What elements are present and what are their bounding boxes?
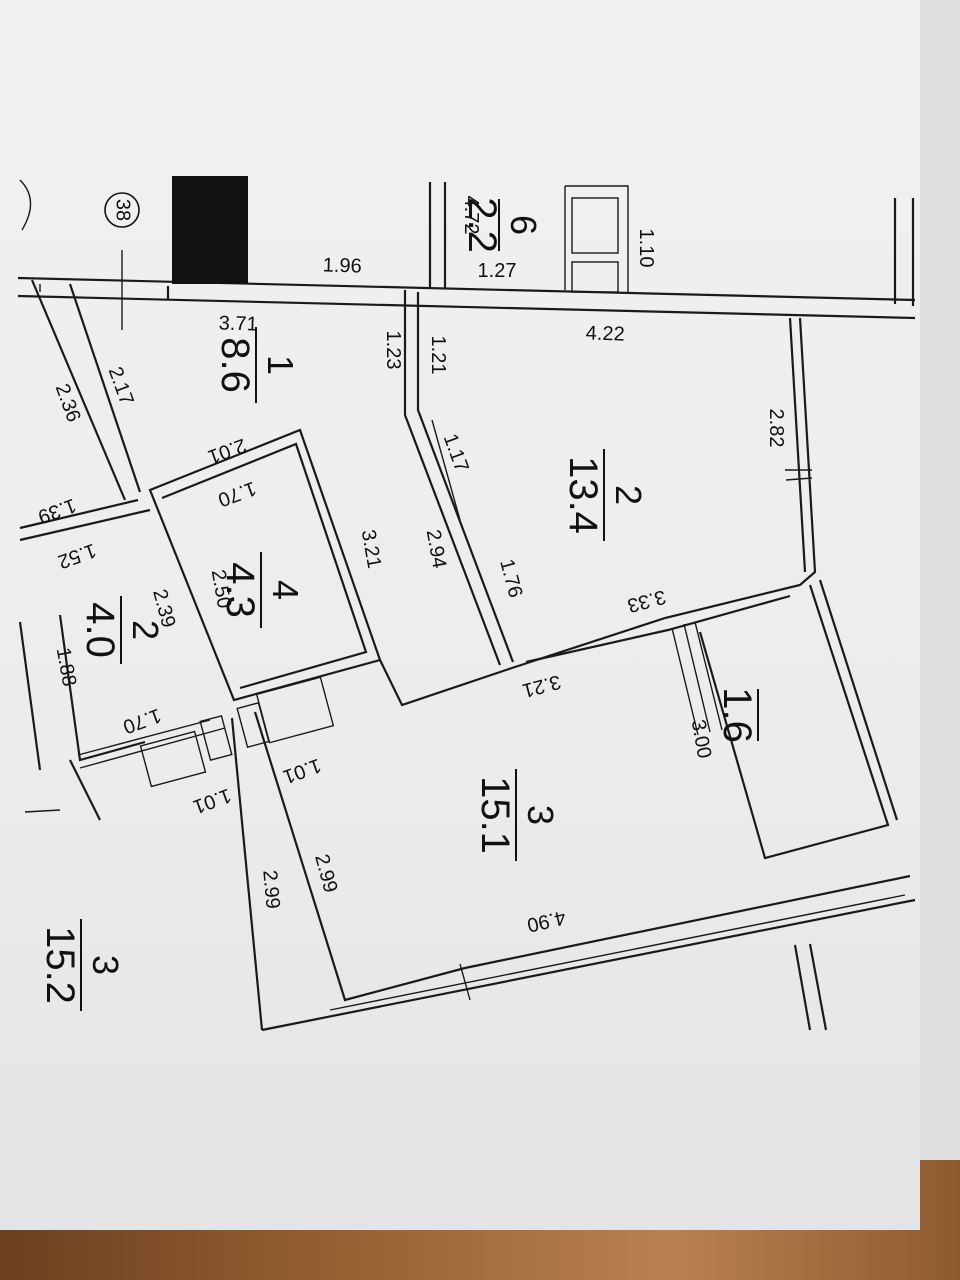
- room-labels: 1 8.6 2 13.4 3 15.1 4 4.3 6 2.2: [38, 197, 759, 1011]
- dim-1-70-b: 1.70: [120, 704, 164, 738]
- dim-1-10: 1.10: [635, 229, 657, 268]
- room-6-area: 2.2: [460, 197, 504, 253]
- plot-marker-label: 38: [112, 199, 134, 221]
- room-3-number: 3: [520, 805, 561, 825]
- left-room-number: 2: [125, 620, 166, 640]
- dim-1-23: 1.23: [382, 331, 404, 370]
- dim-2-36: 2.36: [51, 381, 85, 425]
- neighbour-room-number: 3: [85, 955, 126, 975]
- dim-2-94: 2.94: [422, 528, 450, 570]
- plot-marker: 38: [104, 192, 140, 228]
- dim-1-17: 1.17: [439, 431, 473, 475]
- dim-2-99-a: 2.99: [310, 852, 341, 895]
- dim-1-01-b: 1.01: [190, 784, 234, 818]
- dim-2-82: 2.82: [765, 409, 787, 448]
- balcony-area: 1.6: [715, 687, 759, 743]
- neighbour-room-area: 15.2: [38, 926, 82, 1004]
- dim-3-21-a: 3.21: [357, 528, 385, 570]
- walls: [17, 176, 916, 1032]
- dim-3-21-b: 3.21: [520, 670, 563, 701]
- dim-2-01: 2.01: [205, 434, 249, 468]
- room-4-number: 4: [265, 580, 306, 600]
- dim-1-27: 1.27: [478, 260, 517, 282]
- dim-2-99-b: 2.99: [258, 869, 283, 910]
- dim-1-88: 1.88: [52, 646, 80, 688]
- dim-4-22: 4.22: [585, 322, 625, 345]
- dim-3-00: 3.00: [687, 718, 715, 760]
- dim-4-72: 4.72: [460, 196, 482, 235]
- dim-3-71: 3.71: [218, 312, 258, 335]
- dim-1-76: 1.76: [495, 557, 526, 600]
- paper-sheet: [0, 0, 920, 1230]
- left-room-area: 4.0: [78, 602, 122, 658]
- dim-1-96: 1.96: [322, 254, 362, 277]
- room-1-number: 1: [260, 355, 301, 375]
- room-2-number: 2: [608, 485, 649, 505]
- dim-1-21: 1.21: [427, 336, 449, 375]
- room-4-area: 4.3: [218, 562, 262, 618]
- dim-4-90: 4.90: [525, 906, 568, 936]
- room-6-number: 6: [503, 215, 544, 235]
- dim-1-70-a: 1.70: [215, 477, 259, 511]
- dim-1-52: 1.52: [55, 539, 99, 573]
- dim-1-01-a: 1.01: [280, 754, 324, 788]
- dimension-labels: 1.96 1.27 1.10 4.72 3.71 4.22 1.23 1.21 …: [35, 196, 787, 936]
- dim-1-39: 1.39: [35, 494, 79, 528]
- room-1-area: 8.6: [213, 337, 257, 393]
- dim-3-33: 3.33: [625, 585, 668, 616]
- room-2-area: 13.4: [561, 456, 605, 534]
- room-3-area: 15.1: [473, 776, 517, 854]
